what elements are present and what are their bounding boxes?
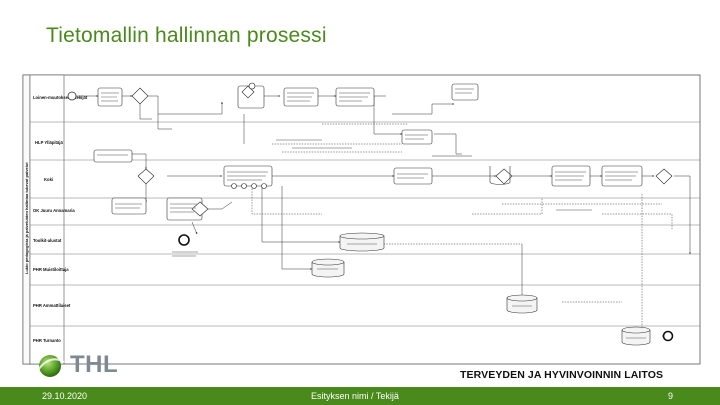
lane-label-2: HLP Ylläpitäjä: [35, 140, 63, 145]
task-boxes: [93, 83, 643, 221]
lane-label-6: PHR Muistiloittaja: [33, 267, 69, 272]
boundary-events: [231, 183, 267, 189]
process-diagram: Lukio pedagogista ja palveluiden hallint…: [22, 74, 702, 366]
end-event-1: [178, 234, 190, 246]
lane-label-5: Toolkit-alustat: [33, 238, 62, 243]
lane-label-7: PHR Ammattilaiset: [33, 303, 71, 308]
illegible-annotations: [97, 88, 646, 339]
lane-header-column: [29, 74, 65, 365]
page-number: 9: [668, 391, 674, 401]
logo-text: THL: [70, 351, 119, 378]
pool-frame: [22, 74, 701, 365]
intermediate-event-1: [248, 82, 256, 90]
pool-label: Lukio pedagogista ja palveluiden hallint…: [24, 162, 29, 274]
start-event: [67, 91, 77, 101]
slide-title: Tietomallin hallinnan prosessi: [46, 24, 327, 47]
lane-label-4: OK Juuru Annamaria: [33, 208, 75, 213]
sequence-flows: [76, 95, 691, 337]
footer-date: 29.10.2020: [42, 391, 88, 401]
lane-label-8: PHR Turnanto: [33, 338, 61, 343]
footer-presenter: Esityksen nimi / Tekijä: [311, 391, 399, 401]
bpmn-diagram-svg: Lukio pedagogista ja palveluiden hallint…: [22, 74, 701, 365]
logo-globe-icon: [39, 355, 61, 377]
end-event-2: [662, 330, 674, 342]
organization-name: TERVEYDEN JA HYVINVOINNIN LAITOS: [460, 369, 664, 381]
thl-logo: [37, 355, 65, 377]
lane-label-3: Koki: [44, 177, 53, 182]
gateways: [131, 85, 673, 217]
lane-label-1: Loinen-muutokset ja tekijät: [33, 95, 88, 100]
footer-bar: [0, 387, 720, 405]
lane-separators: [30, 121, 700, 327]
data-stores: [311, 166, 651, 346]
